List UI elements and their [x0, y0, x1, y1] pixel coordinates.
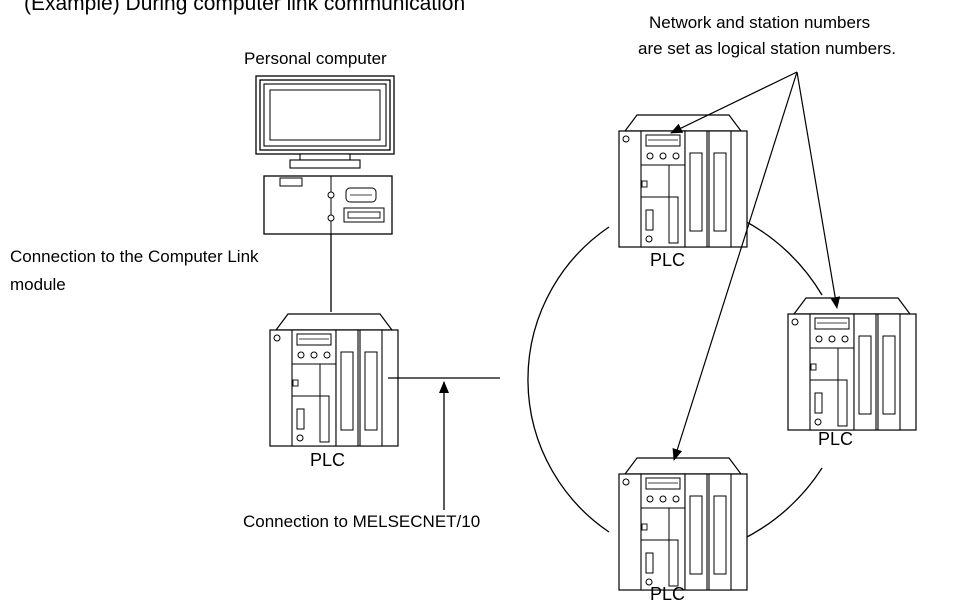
- plc-right-label: PLC: [818, 429, 853, 449]
- personal-computer-icon: [255, 75, 395, 235]
- plc-bottom: [618, 457, 748, 591]
- plc-top: [618, 114, 748, 248]
- diagram-title: (Example) During computer link communica…: [24, 0, 465, 15]
- network-ring-segment-bottom: [740, 467, 823, 541]
- note-line-2: are set as logical station numbers.: [638, 39, 896, 58]
- note-line-1: Network and station numbers: [649, 13, 870, 32]
- plc-left-label: PLC: [310, 450, 345, 470]
- plc-top-label: PLC: [650, 250, 685, 270]
- melsecnet-label: Connection to MELSECNET/10: [243, 512, 480, 531]
- note-arrow-bottom-plc: [672, 71, 798, 461]
- note-arrow-top-plc: [670, 71, 798, 134]
- plc-right: [787, 297, 917, 431]
- plc-bottom-label: PLC: [650, 584, 685, 604]
- computer-link-label-line-2: module: [10, 275, 66, 294]
- personal-computer-label: Personal computer: [244, 49, 387, 68]
- network-ring: [527, 226, 610, 533]
- computer-link-label-line-1: Connection to the Computer Link: [10, 247, 259, 266]
- note-arrow-right-plc: [796, 71, 841, 309]
- plc-left: [269, 313, 399, 447]
- network-ring-segment-top: [740, 218, 823, 296]
